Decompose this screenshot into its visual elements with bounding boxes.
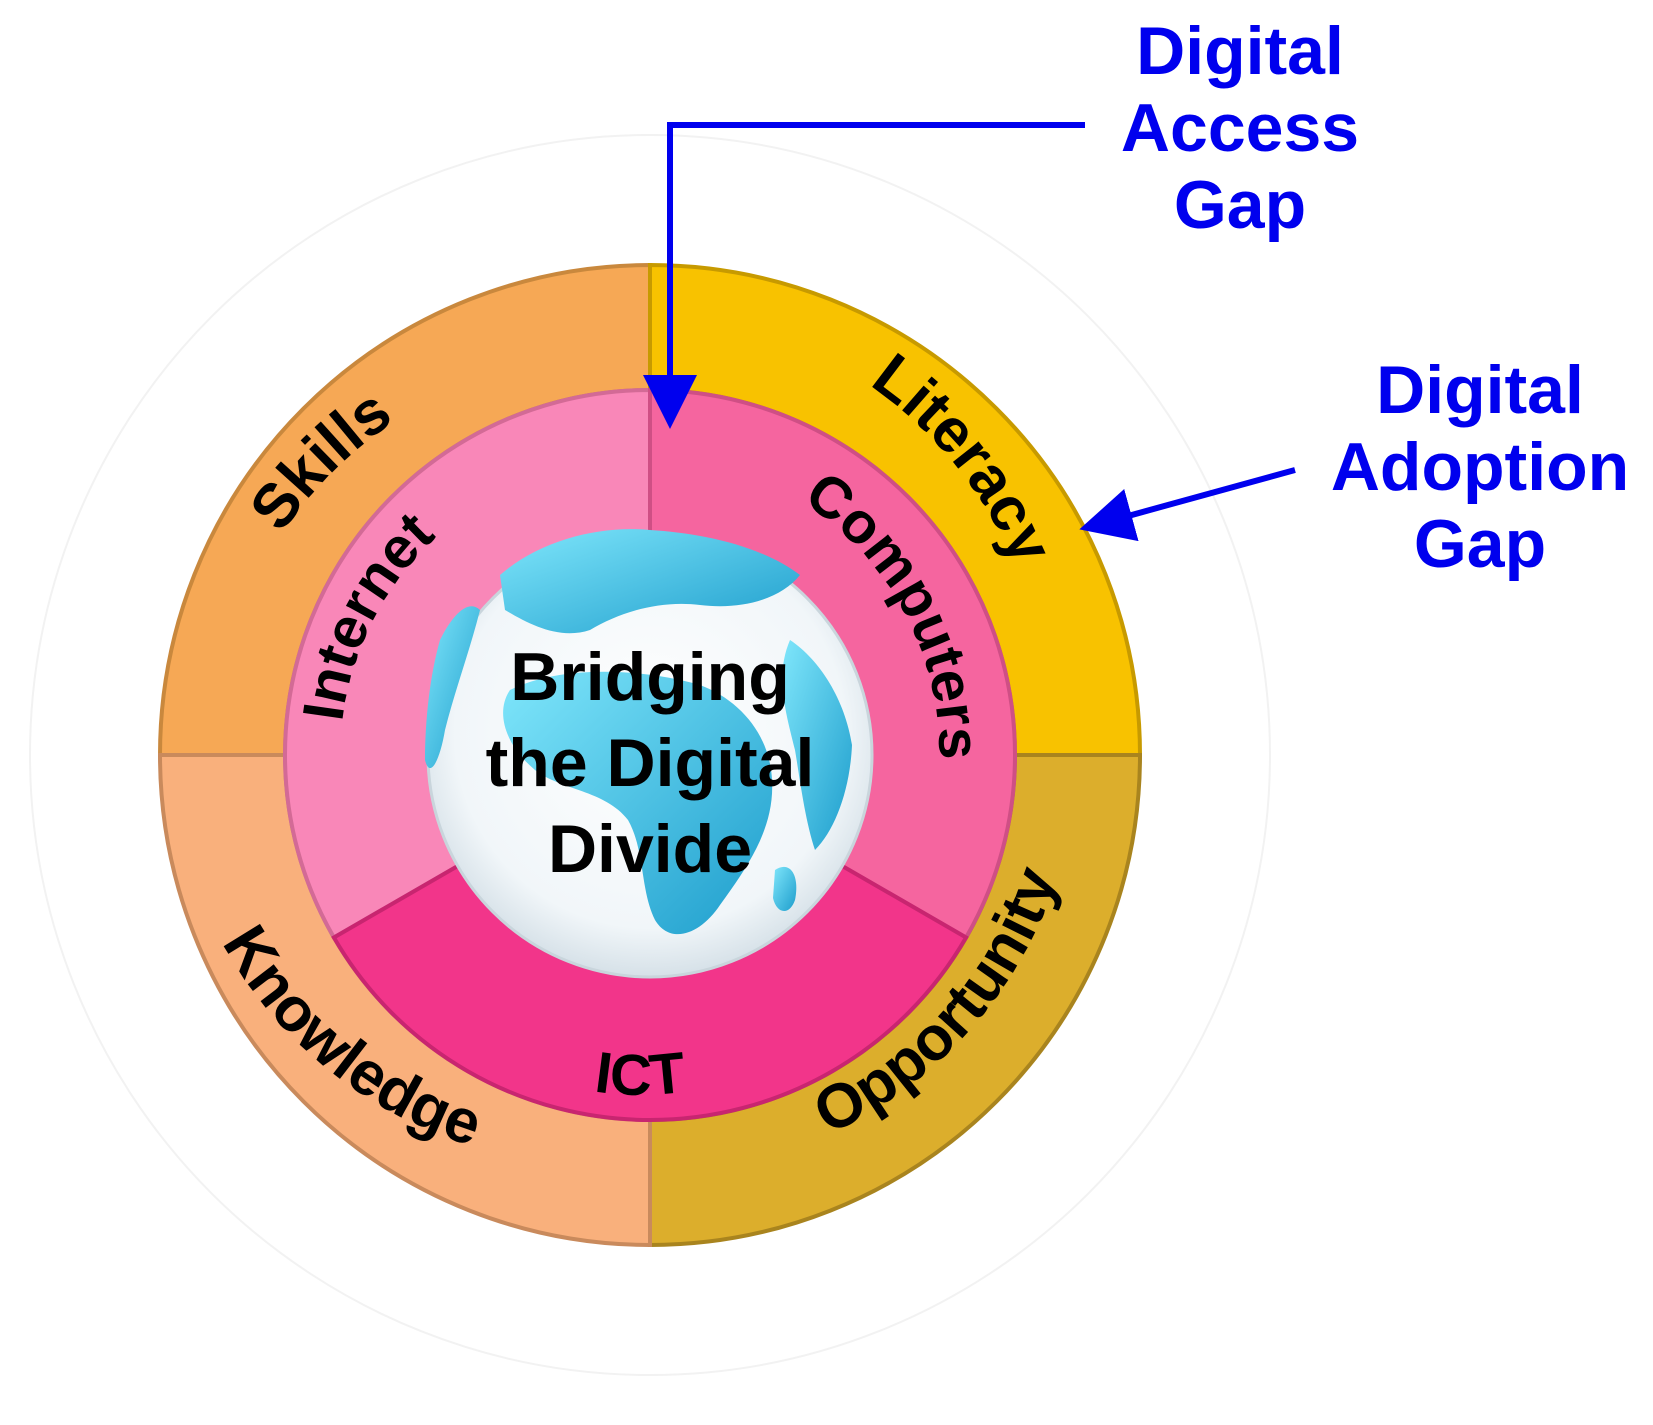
center-title: Bridging the Digital Divide [486, 639, 815, 887]
inner-ring [283, 387, 1017, 1122]
access-gap-line-3: Gap [1174, 167, 1306, 243]
adoption-gap-line-1: Digital [1376, 352, 1584, 428]
label-ict: ICT [592, 1040, 688, 1109]
outer-ring [157, 262, 1143, 1248]
globe-land-madagascar [773, 866, 797, 912]
globe-land-africa [503, 671, 773, 935]
access-gap-line-2: Access [1121, 90, 1359, 166]
center-title-line-1: Bridging [510, 639, 790, 715]
center-title-line-2: the Digital [486, 725, 815, 801]
adoption-gap-line-3: Gap [1414, 506, 1546, 582]
globe-land-europe [500, 529, 800, 634]
background-guide-circle [29, 134, 1271, 1376]
access-gap-line-1: Digital [1136, 13, 1344, 89]
adoption-gap-arrow [1079, 467, 1296, 542]
callout-adoption-gap: Digital Adoption Gap [1079, 352, 1629, 582]
globe-land-americas [425, 606, 480, 769]
access-gap-arrow [643, 122, 1085, 429]
globe-land-asia [782, 640, 852, 850]
globe [425, 529, 874, 979]
callout-access-gap: Digital Access Gap [643, 13, 1359, 429]
center-title-line-3: Divide [548, 811, 752, 887]
adoption-gap-line-2: Adoption [1331, 429, 1629, 505]
